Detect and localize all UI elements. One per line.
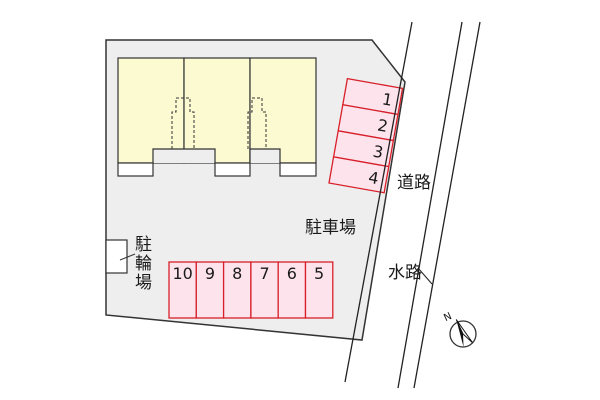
parking-slot-number: 1 <box>381 89 394 109</box>
parking-slot-side <box>328 156 390 194</box>
compass-north-label: N <box>442 311 453 324</box>
apartment-buildings <box>117 57 317 177</box>
parking-slot-number: 6 <box>287 264 297 283</box>
waterway-label: 水路 <box>388 263 422 283</box>
waterway-edge-line <box>397 21 463 389</box>
bicycle-parking-label-char-2: 輪 <box>135 254 152 274</box>
road-label: 道路 <box>397 173 431 193</box>
building-dashed-outline <box>247 97 267 149</box>
building-recess <box>250 149 280 163</box>
parking-slot-bottom <box>250 261 279 319</box>
parking-lot-label: 駐車場 <box>305 218 356 238</box>
bicycle-parking-leader <box>119 253 136 261</box>
parking-slot-bottom <box>304 261 334 319</box>
waterway-leader <box>417 267 433 285</box>
parking-slot-number: 2 <box>376 115 389 135</box>
building-recess <box>153 149 215 163</box>
bicycle-parking-label-char-3: 場 <box>135 273 152 293</box>
parking-slot-number: 3 <box>371 142 384 162</box>
building-balcony <box>117 162 154 177</box>
bicycle-parking-area <box>105 239 128 274</box>
road-edge-line <box>344 21 413 383</box>
north-arrow-light-half <box>455 319 474 344</box>
parking-slot-number: 4 <box>367 168 380 188</box>
building-balcony <box>214 162 251 177</box>
building-balcony <box>279 162 317 177</box>
bicycle-parking: 駐 輪 場 <box>105 235 152 293</box>
bicycle-parking-label-char-1: 駐 <box>135 235 152 255</box>
building-dashed-outline <box>171 97 195 149</box>
parking-slot-number: 7 <box>259 264 269 283</box>
parking-slot-bottom <box>222 261 252 319</box>
parking-slot-bottom <box>277 261 307 319</box>
building-unit-3 <box>249 57 317 164</box>
parking-slot-number: 8 <box>232 264 242 283</box>
building-unit-2 <box>183 57 251 164</box>
parking-slot-number: 9 <box>205 264 215 283</box>
side-parking-slots: 1 2 3 4 <box>328 77 404 194</box>
parking-slot-number: 10 <box>172 264 192 283</box>
building-recess-outline <box>152 148 281 163</box>
road-and-waterway <box>344 21 481 389</box>
building-unit-1 <box>117 57 185 164</box>
waterway-edge-line <box>413 21 481 389</box>
compass: N <box>442 311 477 348</box>
parking-slot-number: 5 <box>314 264 324 283</box>
parking-slot-bottom <box>195 261 225 319</box>
